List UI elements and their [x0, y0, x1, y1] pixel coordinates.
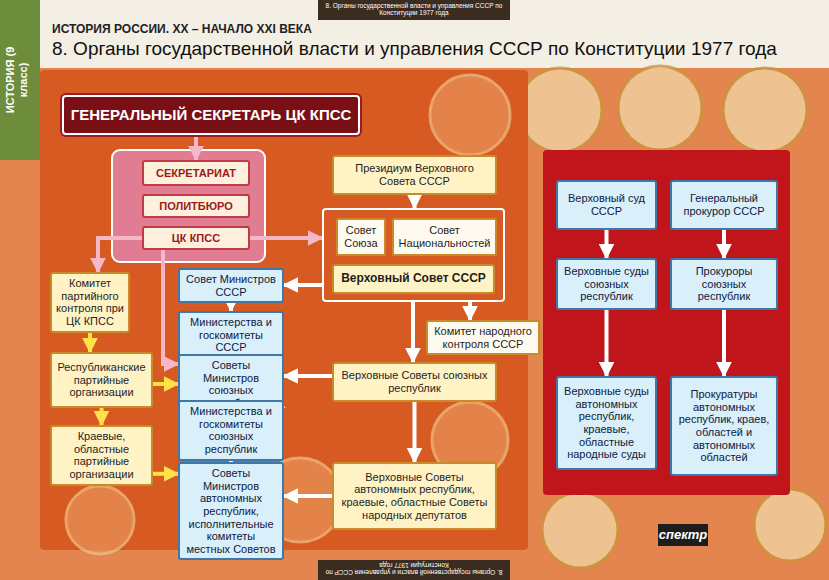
header-band [40, 0, 829, 68]
organ-box: Совет Министров СССР [178, 268, 284, 303]
diagram-title: 8. Органы государственной власти и управ… [52, 38, 822, 60]
emblem [542, 492, 618, 568]
organ-name: Совет Союза [340, 224, 382, 249]
organ-box: ПОЛИТБЮРО [142, 194, 250, 218]
emblem [518, 68, 602, 152]
logo-box [658, 524, 708, 546]
organ-name: Министерства и госкомитеты союзных респу… [184, 405, 278, 456]
organ-name: Прокуроры союзных республик [676, 265, 772, 303]
organ-box: Советы Министров автономных республик, и… [178, 462, 284, 560]
council-group: Верховный Совет СССР Совет Союза Совет Нац… [322, 208, 505, 302]
tab-label: 8. Органы государственной власти и управ… [322, 561, 506, 576]
arrow-connector [88, 333, 92, 352]
organ-box: Верховные суды автономных республик, кра… [556, 376, 657, 470]
organ-box: Прокуратуры автономных республик, краев,… [670, 376, 778, 476]
emblem [618, 66, 702, 150]
organ-box: Республиканские партийные организации [50, 352, 153, 408]
organ-name: ГЕНЕРАЛЬНЫЙ СЕКРЕТАРЬ ЦК КПСС [71, 106, 352, 123]
arrow-connector [722, 310, 726, 376]
arrow-connector [98, 238, 142, 272]
organ-name: Президиум Верховного Совета СССР [338, 162, 491, 187]
arrow-connector [605, 310, 609, 376]
arrow-connector [413, 402, 417, 462]
arrow-connector [284, 283, 322, 287]
arrow-connector [153, 382, 178, 386]
organ-box: ЦК КПСС [142, 226, 250, 250]
arrow-connector [100, 408, 104, 425]
organ-box: Министерства и госкомитеты СССР [178, 311, 284, 359]
subject-band [0, 0, 40, 160]
organ-name: Комитет народного контроля СССР [430, 325, 536, 350]
organ-name: Советы Министров автономных республик, и… [184, 467, 278, 555]
arrow-connector [605, 230, 609, 258]
organ-name: Генеральный прокурор СССР [676, 192, 772, 217]
organ-name: СЕКРЕТАРИАТ [156, 167, 236, 180]
organ-name: ПОЛИТБЮРО [159, 200, 233, 213]
party-state-panel [40, 70, 528, 550]
arrow-connector [194, 135, 198, 160]
organ-name: Верховные суды автономных республик, кра… [562, 385, 651, 461]
organ-name: Верховные суды союзных республик [562, 265, 651, 303]
top-tab [318, 0, 510, 20]
organ-name: Совет Министров СССР [184, 273, 278, 298]
emblem [754, 489, 826, 561]
arrow-connector [413, 195, 417, 208]
organ-name: Министерства и госкомитеты СССР [184, 316, 278, 354]
organ-name: Краевые, областные партийные организации [56, 430, 147, 481]
organ-name: Верховные Советы союзных республик [338, 369, 491, 394]
organ-box: Президиум Верховного Совета СССР [332, 155, 497, 195]
organ-name: Совет Национальностей [396, 224, 493, 249]
logo-label: спектр [658, 527, 708, 542]
bottom-tab [318, 560, 510, 580]
organ-name: Комитет партийного контроля при ЦК КПСС [56, 277, 124, 328]
organ-name: Республиканские партийные организации [56, 361, 147, 399]
party-organs-panel [112, 150, 265, 262]
organ-box: Генеральный прокурор СССР [670, 180, 778, 230]
arrow-connector [163, 250, 178, 364]
arrow-connector [153, 472, 178, 476]
arrow-connector [284, 494, 332, 498]
organ-box: ГЕНЕРАЛЬНЫЙ СЕКРЕТАРЬ ЦК КПСС [62, 95, 360, 135]
organ-box: Верховный суд СССР [556, 180, 657, 230]
series-label: ИСТОРИЯ РОССИИ. XX – НАЧАЛО XXI ВЕКА [52, 22, 552, 36]
organ-box: Совет Национальностей [392, 218, 497, 256]
arrow-connector [411, 302, 415, 362]
organ-name: Верховный суд СССР [562, 192, 651, 217]
arrow-connector [229, 303, 233, 311]
arrow-connector [722, 230, 726, 258]
organ-name: Верховный Совет СССР [332, 264, 495, 294]
organ-box: Верховные суды союзных республик [556, 258, 657, 310]
emblem [430, 75, 510, 155]
arrow-connector [250, 236, 322, 240]
arrow-connector [284, 374, 332, 378]
tab-label: 8. Органы государственной власти и управ… [322, 2, 506, 17]
emblem [723, 68, 807, 152]
organ-box: Комитет народного контроля СССР [426, 320, 540, 355]
organ-box: Верховные Советы союзных республик [332, 362, 497, 402]
arrow-connector [468, 302, 472, 320]
judicial-panel [543, 150, 790, 495]
organ-box: Прокуроры союзных республик [670, 258, 778, 310]
emblems [518, 66, 826, 568]
subject-label: ИСТОРИЯ (9 класс) [4, 35, 36, 125]
organ-name: ЦК КПСС [172, 232, 220, 245]
organ-box: Верховные Советы автономных республик, к… [332, 462, 497, 530]
organ-box: Министерства и госкомитеты союзных респу… [178, 400, 284, 461]
organ-box: Краевые, областные партийные организации [50, 425, 153, 486]
organ-name: Верховные Советы автономных республик, к… [338, 471, 491, 522]
emblem [66, 486, 134, 554]
organ-name: Прокуратуры автономных республик, краев,… [676, 388, 772, 464]
organ-box: Совет Союза [336, 218, 386, 256]
organ-box: Комитет партийного контроля при ЦК КПСС [50, 272, 130, 333]
organ-box: СЕКРЕТАРИАТ [142, 160, 250, 186]
